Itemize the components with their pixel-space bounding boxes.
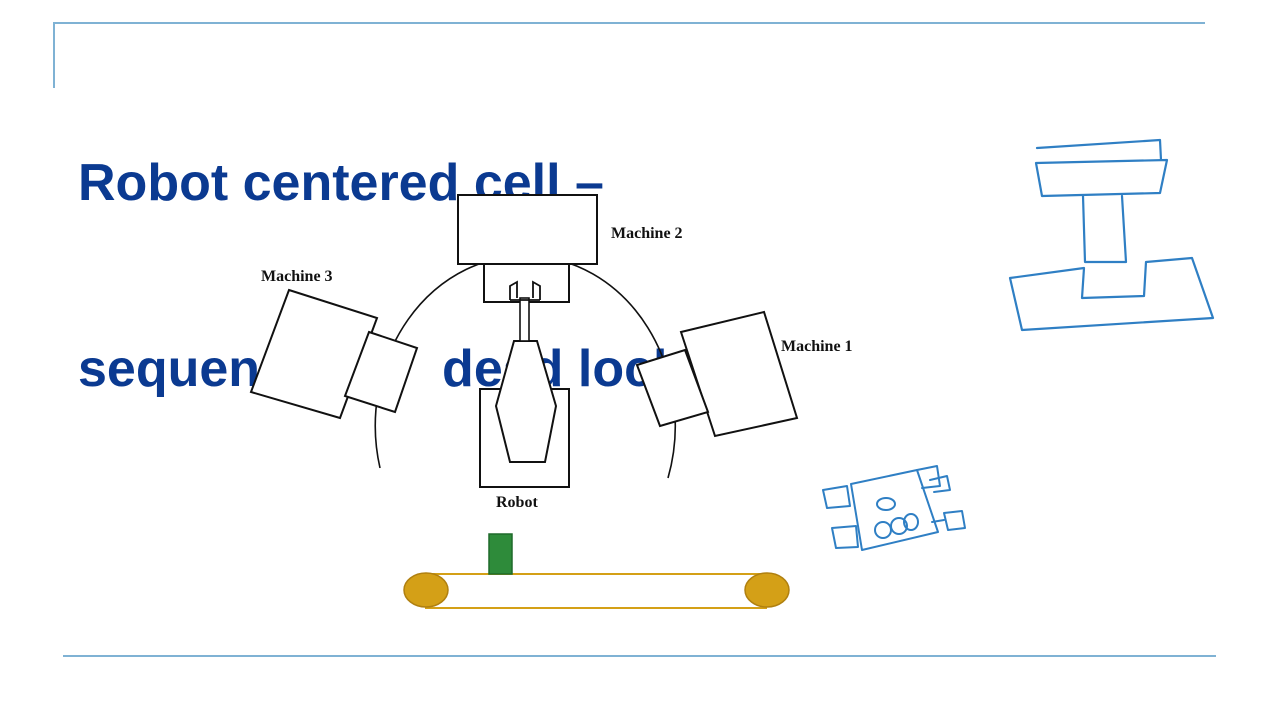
robot-label: Robot: [496, 494, 538, 511]
hand-sketch-structure: [1008, 138, 1215, 332]
slide-title-line-1: Robot centered cell –: [78, 154, 604, 212]
machine-3-label: Machine 3: [261, 268, 333, 285]
top-rule: [55, 22, 1205, 24]
conveyor: [403, 533, 790, 609]
machine-2-fixture: [483, 263, 570, 303]
hand-sketch-cell: [822, 465, 966, 551]
robot-gripper: [509, 280, 541, 301]
machine-2: [457, 194, 598, 303]
conveyor-part: [488, 533, 513, 575]
machine-3-fixture: [343, 330, 419, 414]
machine-2-body: [457, 194, 598, 265]
machine-3-body: [249, 288, 379, 420]
robot-arm: [519, 297, 530, 342]
robot-body: [494, 340, 558, 463]
left-rule: [53, 22, 55, 88]
conveyor-roller-left: [403, 572, 449, 608]
machine-3: [249, 288, 419, 420]
robot: [479, 280, 570, 488]
machine-1-fixture: [635, 348, 710, 428]
machine-1: [635, 310, 799, 438]
machine-2-label: Machine 2: [611, 225, 683, 242]
machine-1-label: Machine 1: [781, 338, 853, 355]
slide-title: Robot centered cell – sequencing - dead …: [78, 28, 682, 524]
conveyor-roller-right: [744, 572, 790, 608]
bottom-rule: [63, 655, 1216, 657]
machine-1-body: [679, 310, 799, 438]
